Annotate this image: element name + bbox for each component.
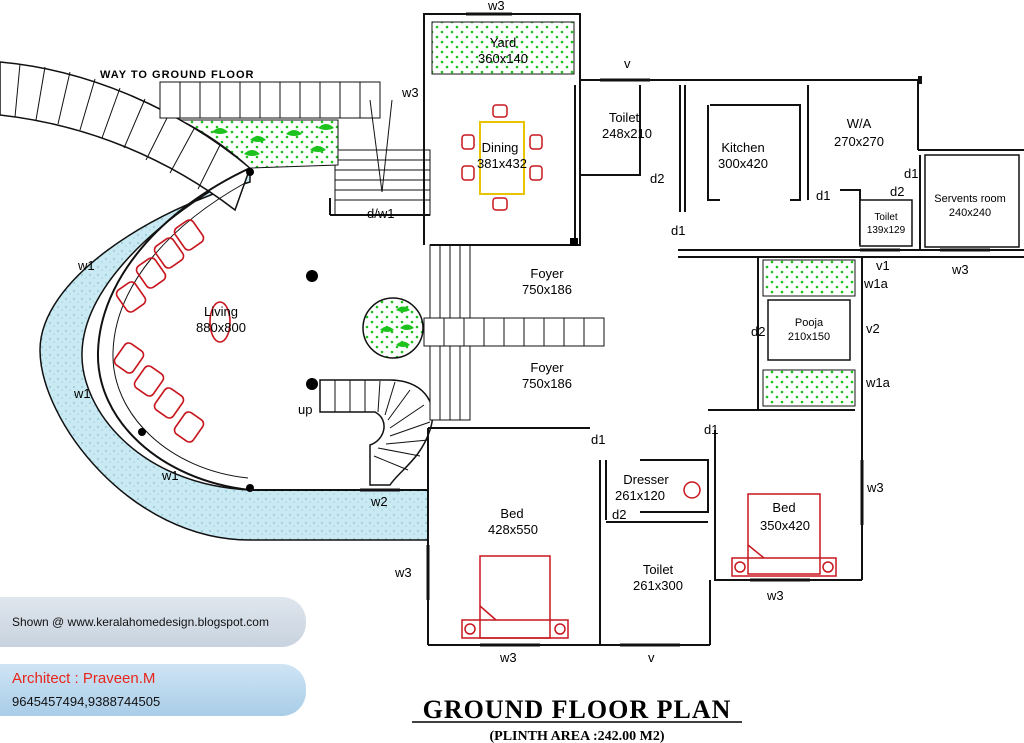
dining-table (461, 104, 543, 211)
bed2-size: 350x420 (760, 518, 810, 533)
dresser-name: Dresser (623, 472, 669, 487)
tag-v-bottom: v (648, 650, 655, 665)
tag-w3-bed1-bottom: w3 (499, 650, 517, 665)
bed-2-furniture (731, 493, 837, 577)
way-label: WAY TO GROUND FLOOR (100, 69, 254, 81)
tag-d2-dresser: d2 (612, 507, 626, 522)
credits-shown-panel (0, 597, 306, 647)
foyer2-size: 750x186 (522, 376, 572, 391)
foyer2-name: Foyer (530, 360, 564, 375)
bed2-name: Bed (772, 500, 795, 515)
plan-title: GROUND FLOOR PLAN (423, 695, 732, 724)
tag-d2-kitchen: d2 (650, 171, 664, 186)
architect-name: Architect : Praveen.M (12, 670, 156, 687)
tag-w1-b: w1 (73, 386, 91, 401)
tag-dw1: d/w1 (367, 206, 394, 221)
tag-d1-servent: d1 (904, 166, 918, 181)
architect-phone: 9645457494,9388744505 (12, 694, 161, 709)
toilet-small-size: 139x129 (867, 225, 906, 236)
foyer1-size: 750x186 (522, 282, 572, 297)
tag-w2: w2 (370, 494, 388, 509)
pooja-size: 210x150 (788, 331, 830, 343)
toilet1-size: 248x210 (602, 126, 652, 141)
servents-name: Servents room (934, 193, 1006, 205)
pooja-name: Pooja (795, 317, 824, 329)
toilet2-size: 261x300 (633, 578, 683, 593)
wa-name: W/A (847, 116, 872, 131)
curved-stair (0, 61, 251, 212)
tag-w1-c: w1 (161, 468, 179, 483)
tag-w3-left: w3 (401, 85, 419, 100)
tag-v2: v2 (866, 321, 880, 336)
tag-d2-wa: d2 (890, 184, 904, 199)
toilet2-name: Toilet (643, 562, 674, 577)
sofa-set-top (115, 219, 205, 313)
living-size: 880x800 (196, 320, 246, 335)
landscape-band (39, 166, 429, 541)
tag-w3-bed1-left: w3 (394, 565, 412, 580)
living-name: Living (204, 304, 238, 319)
toilet1-name: Toilet (609, 110, 640, 125)
tag-d1-bed2: d1 (704, 422, 718, 437)
tag-w3-bed2-bottom: w3 (766, 588, 784, 603)
toilet-small-name: Toilet (874, 212, 898, 223)
yard-size: 360x140 (478, 51, 528, 66)
tag-d2-pooja: d2 (751, 324, 765, 339)
tag-d1-kitchen: d1 (671, 223, 685, 238)
yard-area (431, 21, 575, 75)
kitchen-size: 300x420 (718, 156, 768, 171)
dresser-size: 261x120 (615, 488, 665, 503)
tag-v1: v1 (876, 258, 890, 273)
bed1-size: 428x550 (488, 522, 538, 537)
tag-w1a-1: w1a (863, 276, 889, 291)
tag-w1a-2: w1a (865, 375, 891, 390)
credits-shown-text: Shown @ www.keralahomedesign.blogspot.co… (12, 615, 269, 629)
foyer1-name: Foyer (530, 266, 564, 281)
yard-name: Yard (490, 35, 517, 50)
credits-architect-panel (0, 664, 306, 716)
tag-w3-servent: w3 (951, 262, 969, 277)
tag-w3-right: w3 (866, 480, 884, 495)
servents-size: 240x240 (949, 207, 991, 219)
stair-treads (14, 63, 221, 190)
wa-size: 270x270 (834, 134, 884, 149)
tag-d1-wa: d1 (816, 188, 830, 203)
kitchen-name: Kitchen (721, 140, 764, 155)
plan-subtitle: (PLINTH AREA :242.00 M2) (490, 729, 665, 743)
tag-w1-a: w1 (77, 258, 95, 273)
bed1-name: Bed (500, 506, 523, 521)
sofa-set-bottom (113, 342, 205, 443)
dining-name: Dining (482, 140, 519, 155)
tag-w3-top: w3 (487, 0, 505, 13)
dining-size: 381x432 (477, 156, 527, 171)
up-label: up (298, 402, 312, 417)
tag-v-top: v (624, 56, 631, 71)
tag-d1-bed1: d1 (591, 432, 605, 447)
bed-1-furniture (461, 555, 569, 639)
